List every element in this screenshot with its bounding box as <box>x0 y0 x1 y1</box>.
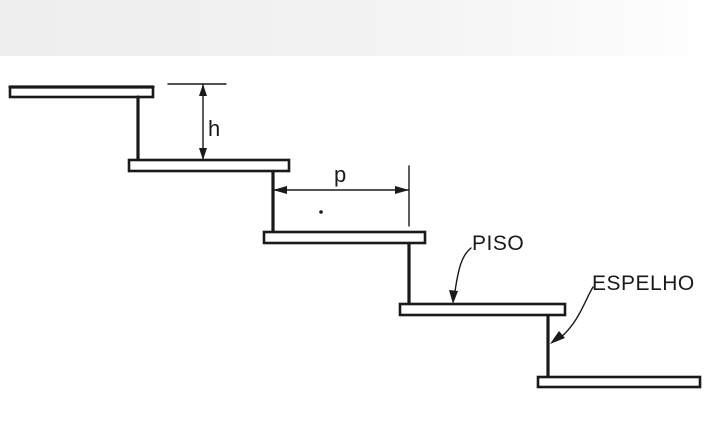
riser-label: ESPELHO <box>592 272 695 295</box>
depth-dimension <box>272 165 410 227</box>
tread-2 <box>262 230 427 245</box>
top-band <box>0 0 727 56</box>
depth-label: p <box>334 162 346 187</box>
tread-1 <box>127 158 291 173</box>
tread-label: PISO <box>472 232 524 255</box>
upper-landing <box>8 85 155 99</box>
treads <box>127 158 567 317</box>
height-label: h <box>208 116 220 141</box>
tread-leader <box>449 247 472 304</box>
lower-landing <box>536 375 702 389</box>
tread-3 <box>398 302 567 317</box>
height-dimension <box>167 83 227 161</box>
riser-leader <box>550 286 594 344</box>
